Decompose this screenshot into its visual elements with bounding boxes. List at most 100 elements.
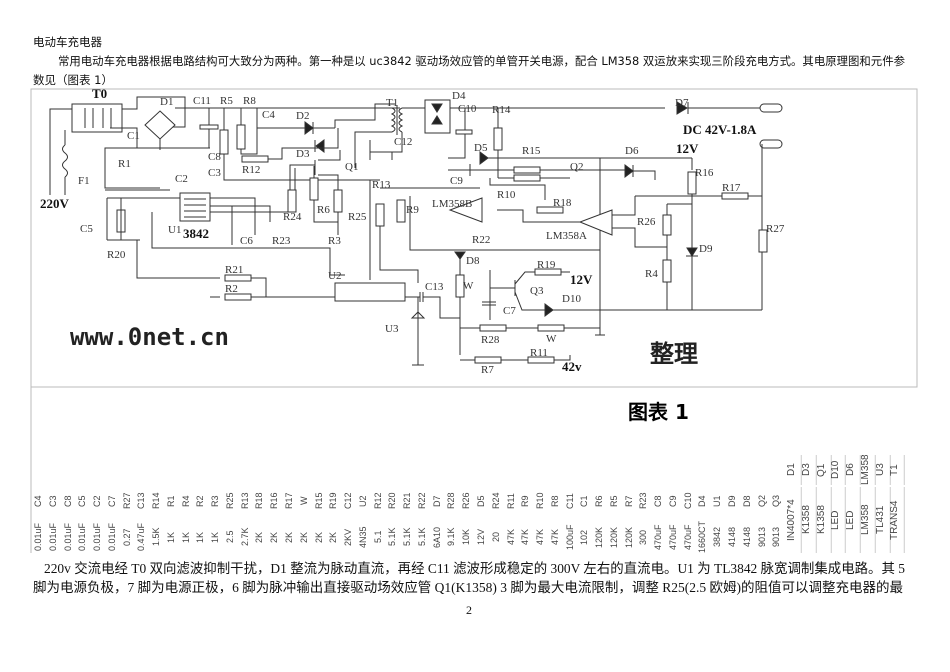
label-c7: C7 — [503, 305, 516, 317]
part-ref: R24 — [490, 492, 501, 510]
label-d3: D3 — [296, 148, 310, 160]
label-c11: C11 — [193, 95, 211, 107]
label-d7: D7 — [675, 97, 689, 109]
label-r22: R22 — [472, 234, 490, 246]
part-value: 1.5K — [151, 527, 162, 547]
label-220v: 220V — [40, 196, 70, 211]
label-t1: T1 — [386, 97, 398, 109]
part-value: 3842 — [712, 526, 723, 548]
part-ref: D8 — [741, 495, 752, 507]
part-ref: D10 — [830, 455, 847, 485]
part-ref: C8 — [62, 495, 73, 507]
part-ref: C11 — [564, 493, 575, 509]
part-value: 120K — [594, 526, 605, 548]
label-t0: T0 — [92, 86, 107, 101]
part-ref: R25 — [224, 492, 235, 510]
label-r25: R25 — [348, 211, 367, 223]
part-ref: D3 — [800, 455, 817, 485]
part-ref: D6 — [845, 455, 861, 485]
part-value: 47K — [535, 529, 546, 546]
watermark-text-2: 整理 — [650, 340, 698, 368]
part-value: 4N35 — [357, 526, 368, 548]
label-r24: R24 — [283, 211, 302, 223]
part-value: 0.01uF — [62, 522, 73, 552]
label-d1: D1 — [160, 96, 173, 108]
parts-table-column: R16 2K — [269, 455, 284, 553]
label-c8: C8 — [208, 151, 221, 163]
part-value: 1K — [195, 531, 206, 543]
part-value: 1K — [165, 531, 176, 543]
part-value: 5.1K — [402, 527, 413, 547]
label-r1: R1 — [118, 158, 131, 170]
part-ref: Q1 — [815, 455, 832, 485]
label-d2: D2 — [296, 110, 309, 122]
part-ref: R16 — [269, 492, 280, 510]
part-ref: R10 — [535, 492, 546, 510]
label-42v: 42v — [562, 359, 582, 374]
part-value: 47K — [520, 529, 531, 546]
part-value: LED — [830, 487, 847, 553]
part-ref: C5 — [77, 495, 88, 507]
part-ref: R13 — [239, 492, 250, 510]
watermark-text: www.0net.cn — [70, 323, 229, 351]
label-w: W — [463, 280, 474, 292]
part-value: 2K — [269, 531, 280, 543]
part-value: 47K — [549, 529, 560, 546]
label-d10: D10 — [562, 293, 581, 305]
part-value: 1660CT — [697, 521, 708, 553]
part-ref: R2 — [195, 495, 206, 507]
label-12v-bottom: 12V — [570, 272, 593, 287]
part-value: 10K — [461, 529, 472, 546]
part-value: 120K — [623, 526, 634, 548]
part-value: 2.7K — [239, 527, 250, 547]
part-ref: C9 — [667, 495, 678, 507]
part-ref: R5 — [608, 495, 619, 507]
label-r17: R17 — [722, 182, 741, 194]
part-ref: D7 — [431, 495, 442, 507]
parts-table-column: R8 47K — [550, 455, 565, 553]
part-value: 1K — [180, 531, 191, 543]
circuit-wires — [49, 96, 783, 366]
label-r4: R4 — [645, 268, 658, 280]
part-ref: C10 — [682, 492, 693, 510]
part-value: LM358 — [859, 487, 876, 553]
part-ref: R1 — [165, 495, 176, 507]
part-ref: R8 — [549, 495, 560, 507]
part-ref: R7 — [623, 495, 634, 507]
label-c6: C6 — [240, 235, 253, 247]
parts-table-column: C9 470uF — [668, 455, 683, 553]
label-r18: R18 — [553, 197, 572, 209]
part-value: 0.01uF — [47, 522, 58, 552]
part-ref: R28 — [446, 492, 457, 510]
part-value: 5.1K — [387, 527, 398, 547]
label-r8: R8 — [243, 95, 256, 107]
part-ref: R4 — [180, 495, 191, 507]
part-value: 2K — [254, 531, 265, 543]
part-value: 470uF — [667, 524, 678, 550]
label-dc-output: DC 42V-1.8A — [683, 122, 757, 137]
part-value: 102 — [579, 529, 590, 545]
